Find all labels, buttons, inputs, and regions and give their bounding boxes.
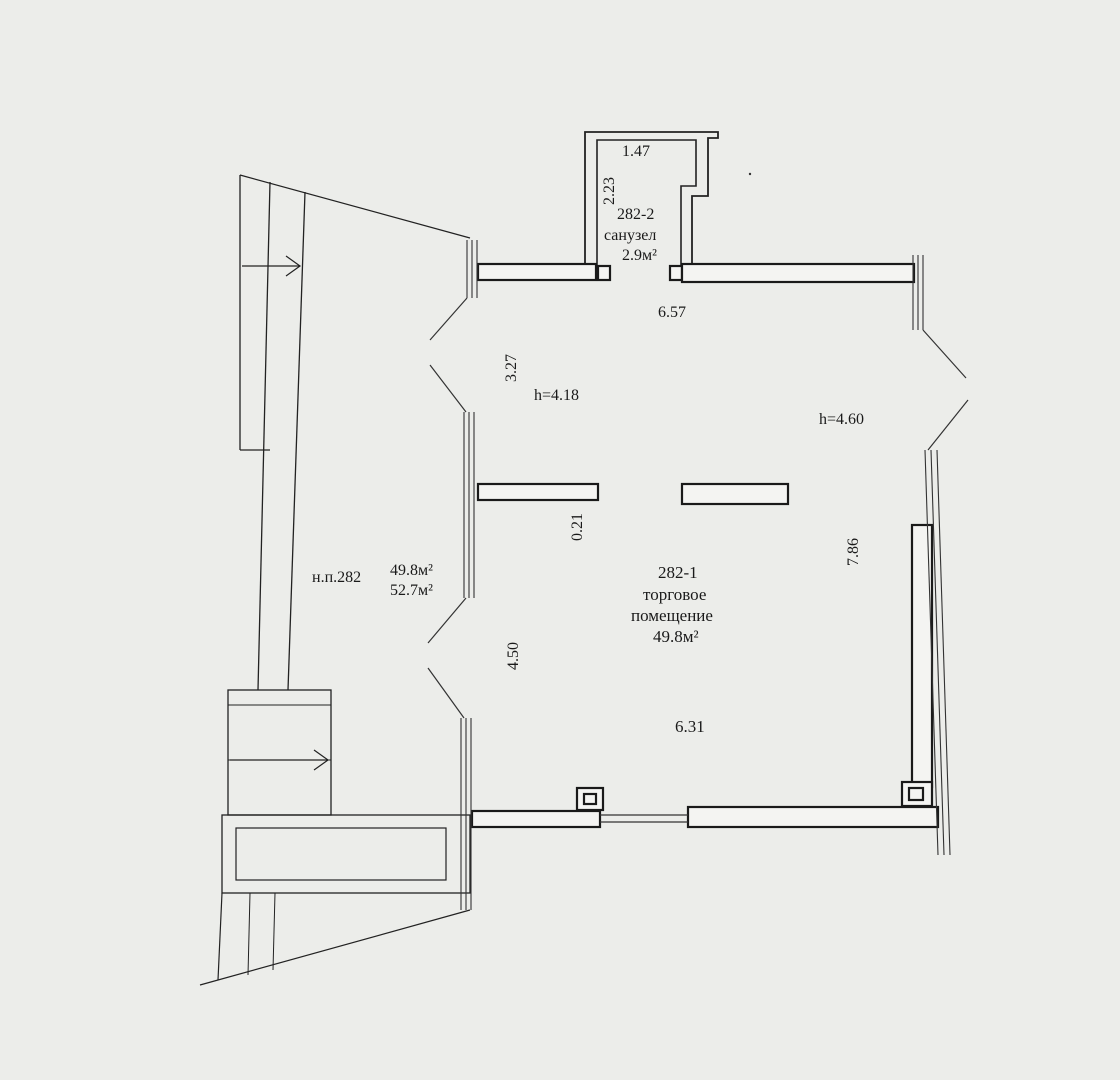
bathroom-width-dimension: 1.47 xyxy=(622,143,650,160)
premises-area-main: 49.8м² xyxy=(390,562,433,579)
entrance-arrow-icon xyxy=(242,255,302,277)
bathroom-depth-dimension: 2.23 xyxy=(601,177,618,205)
left-lower-dimension: 4.50 xyxy=(505,642,522,670)
main-room-name-line2: помещение xyxy=(631,606,713,625)
left-upper-dimension: 3.27 xyxy=(503,354,520,382)
bathroom-id: 282-2 xyxy=(617,206,654,223)
bathroom-name: санузел xyxy=(604,227,656,244)
ceiling-height-left: h=4.18 xyxy=(534,387,579,404)
beam-gap-dimension: 0.21 xyxy=(569,513,586,541)
premises-area-total: 52.7м² xyxy=(390,582,433,599)
top-width-dimension: 6.57 xyxy=(658,304,686,321)
right-height-dimension: 7.86 xyxy=(845,538,862,566)
bottom-width-dimension: 6.31 xyxy=(675,717,705,736)
stray-mark xyxy=(748,172,752,176)
bathroom-area: 2.9м² xyxy=(622,247,657,264)
main-room-id: 282-1 xyxy=(658,563,698,582)
ceiling-height-right: h=4.60 xyxy=(819,411,864,428)
entrance-arrow-icon xyxy=(230,749,330,771)
main-room-name-line1: торговое xyxy=(643,585,706,604)
main-room-area: 49.8м² xyxy=(653,627,699,646)
right-facade xyxy=(912,255,969,856)
exterior-corridor xyxy=(199,174,471,986)
main-room-walls xyxy=(470,262,940,829)
labels: 1.47 2.23 282-2 санузел 2.9м² 6.57 3.27 … xyxy=(312,143,864,736)
premises-label: н.п.282 xyxy=(312,569,361,586)
left-facade xyxy=(427,240,478,910)
